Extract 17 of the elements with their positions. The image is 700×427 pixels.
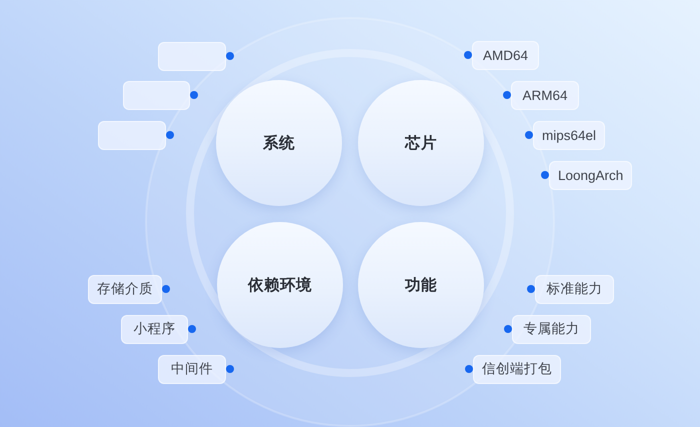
- label-tag: 标准能力: [535, 274, 614, 304]
- circle: 芯片: [358, 80, 484, 206]
- label-tag: 存储介质: [88, 274, 162, 304]
- label-tag: ARM64: [511, 80, 579, 110]
- label-tag: mips64el: [533, 120, 606, 150]
- circle: 依赖环境: [217, 222, 343, 348]
- circle: 功能: [358, 222, 484, 348]
- label-tag: 信创端打包: [473, 354, 561, 384]
- label-tag: AMD64: [472, 40, 539, 70]
- label-tag: [123, 80, 190, 110]
- label-tag: 中间件: [158, 354, 226, 384]
- label-tag: 小程序: [121, 314, 188, 344]
- label-tag: 专属能力: [512, 314, 591, 344]
- label-tag: [158, 42, 226, 70]
- label-tag: LoongArch: [549, 160, 632, 190]
- label-tag: [98, 120, 166, 150]
- circle: 系统: [216, 80, 342, 206]
